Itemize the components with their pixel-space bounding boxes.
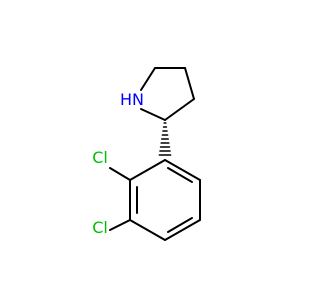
bond-n-c5	[140, 67, 156, 91]
nitrogen-symbol: N	[132, 90, 144, 109]
bond-ar4-ar5	[164, 219, 201, 241]
stereo-hash-bond	[158, 122, 172, 156]
double-bond-inner-3	[167, 167, 193, 183]
chlorine-upper-label: Cl	[92, 148, 108, 167]
nitrogen-hydrogen: H	[120, 90, 132, 109]
atom-label-n: HN	[120, 90, 144, 109]
bond-ar6-ar1	[164, 159, 201, 181]
bond-ar3-cl-lower	[109, 219, 131, 231]
bond-ar2-cl-upper	[109, 167, 131, 181]
double-bond-inner-2	[167, 217, 193, 233]
bond-c4-c3	[184, 67, 195, 100]
bond-ar1-ar2	[129, 159, 166, 181]
bond-c2-n	[140, 108, 166, 121]
molecule-structure: HN Cl Cl	[0, 0, 300, 300]
bond-c3-c2	[164, 98, 195, 121]
bond-ar3-ar4	[129, 219, 166, 241]
background	[0, 0, 300, 300]
chlorine-lower-label: Cl	[92, 218, 108, 237]
